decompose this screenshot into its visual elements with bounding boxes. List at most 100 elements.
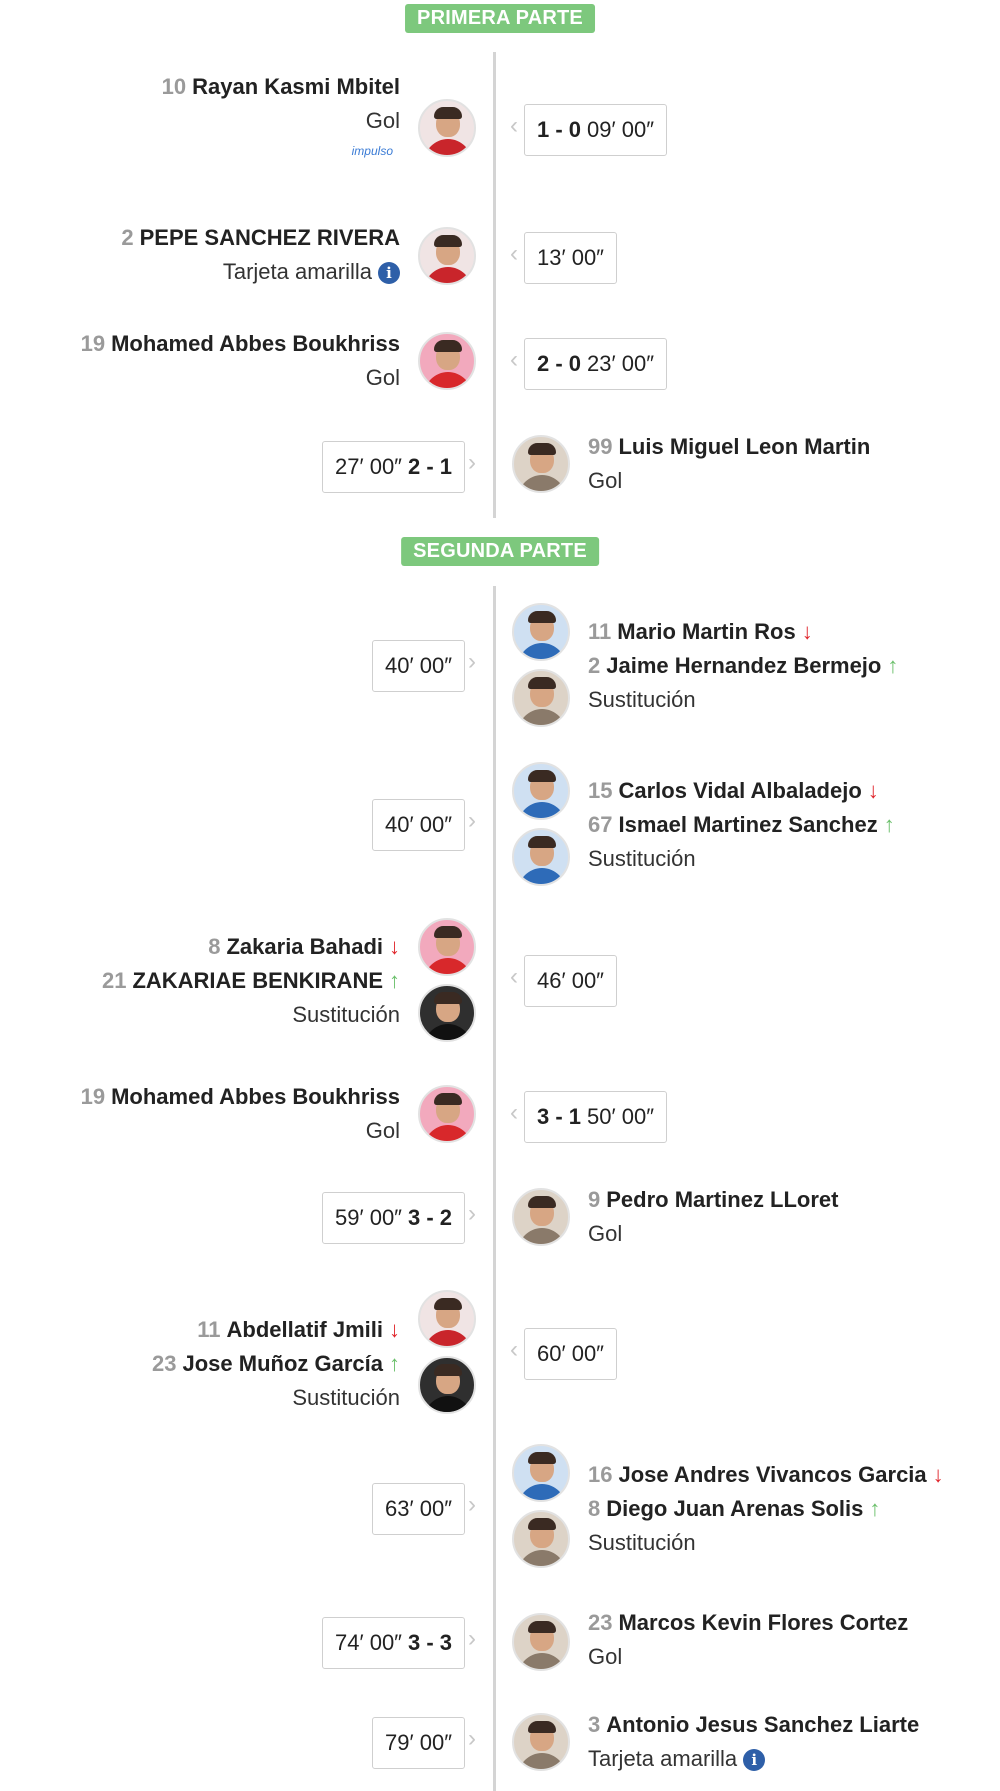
arrow-up-icon: ↑ [869,1496,881,1521]
event-time-box: 74′ 00″3 - 3 [322,1617,465,1669]
player-name[interactable]: Mohamed Abbes Boukhriss [111,331,400,356]
player-name[interactable]: Jaime Hernandez Bermejo [606,653,882,678]
player-avatar[interactable] [418,99,476,157]
player-number: 99 [588,434,613,459]
info-icon[interactable]: i [743,1749,766,1771]
player-name[interactable]: PEPE SANCHEZ RIVERA [139,225,400,250]
player-avatar-in[interactable] [512,828,570,886]
chevron-left-icon: ‹ [510,112,518,139]
player-avatar-in[interactable] [512,669,570,727]
player-avatar[interactable] [512,1713,570,1771]
player-number: 23 [152,1351,177,1376]
event-type-line: Tarjeta amarilla i [121,255,400,289]
player-number: 15 [588,778,613,803]
event-time: 46′ 00″ [537,968,604,993]
player-name[interactable]: ZAKARIAE BENKIRANE [132,968,383,993]
player-number: 21 [101,968,127,993]
player-name[interactable]: Carlos Vidal Albaladejo [618,778,862,803]
player-avatar[interactable] [418,1085,476,1143]
player-avatar-out[interactable] [512,603,570,661]
arrow-down-icon: ↓ [389,1317,400,1342]
player-name[interactable]: Jose Andres Vivancos Garcia [618,1462,927,1487]
arrow-down-icon: ↓ [389,934,400,959]
info-icon[interactable]: i [378,262,400,284]
player-name[interactable]: Diego Juan Arenas Solis [606,1496,864,1521]
timeline-line-second-half [493,586,496,1791]
event-type: Tarjeta amarilla [222,259,372,284]
score: 2 - 1 [407,454,452,479]
player-avatar-out[interactable] [418,1290,476,1348]
player-name[interactable]: Mohamed Abbes Boukhriss [111,1084,400,1109]
player-avatar[interactable] [418,332,476,390]
event-type: Sustitución [292,1002,400,1027]
player-name[interactable]: Zakaria Bahadi [226,934,383,959]
player-name[interactable]: Rayan Kasmi Mbitel [192,74,400,99]
event-type: Sustitución [588,846,696,871]
timeline-line-first-half [493,52,496,518]
event-time-box: 40′ 00″ [372,640,465,692]
event-type: Gol [588,1644,623,1669]
player-avatar-out[interactable] [512,762,570,820]
chevron-right-icon: › [468,449,476,476]
event-time-box: 79′ 00″ [372,1717,465,1769]
event-time: 74′ 00″ [335,1630,402,1655]
event-time: 50′ 00″ [587,1104,654,1129]
player-avatar[interactable] [512,1613,570,1671]
player-avatar[interactable] [512,1188,570,1246]
player-name[interactable]: Antonio Jesus Sanchez Liarte [606,1712,920,1737]
player-number: 2 [121,225,134,250]
event-time-box: 59′ 00″3 - 2 [322,1192,465,1244]
player-number: 11 [588,619,612,644]
arrow-up-icon: ↑ [883,812,895,837]
player-avatar-in[interactable] [418,1356,476,1414]
player-avatar-in[interactable] [418,984,476,1042]
arrow-up-icon: ↑ [887,653,899,678]
chevron-right-icon: › [468,1200,476,1227]
section-badge-first-half: PRIMERA PARTE [405,4,595,33]
chevron-right-icon: › [468,1625,476,1652]
player-number: 10 [161,74,187,99]
chevron-right-icon: › [468,807,476,834]
player-number: 23 [588,1610,613,1635]
player-avatar-out[interactable] [512,1444,570,1502]
player-name[interactable]: Jose Muñoz García [182,1351,383,1376]
score: 3 - 1 [537,1104,582,1129]
player-avatar-out[interactable] [418,918,476,976]
player-name[interactable]: Mario Martin Ros [617,619,796,644]
player-name[interactable]: Luis Miguel Leon Martin [618,434,871,459]
player-name[interactable]: Ismael Martinez Sanchez [618,812,878,837]
player-avatar[interactable] [418,227,476,285]
player-number: 19 [80,1084,106,1109]
event-type: Sustitución [588,687,696,712]
player-avatar[interactable] [512,435,570,493]
arrow-up-icon: ↑ [389,1351,400,1376]
event-type: Gol [588,468,623,493]
player-name[interactable]: Abdellatif Jmili [226,1317,383,1342]
event-time: 40′ 00″ [385,812,452,837]
player-name[interactable]: Pedro Martinez LLoret [606,1187,839,1212]
player-name[interactable]: Marcos Kevin Flores Cortez [618,1610,909,1635]
player-avatar-in[interactable] [512,1510,570,1568]
chevron-right-icon: › [468,1491,476,1518]
event-type: Sustitución [292,1385,400,1410]
chevron-left-icon: ‹ [510,240,518,267]
